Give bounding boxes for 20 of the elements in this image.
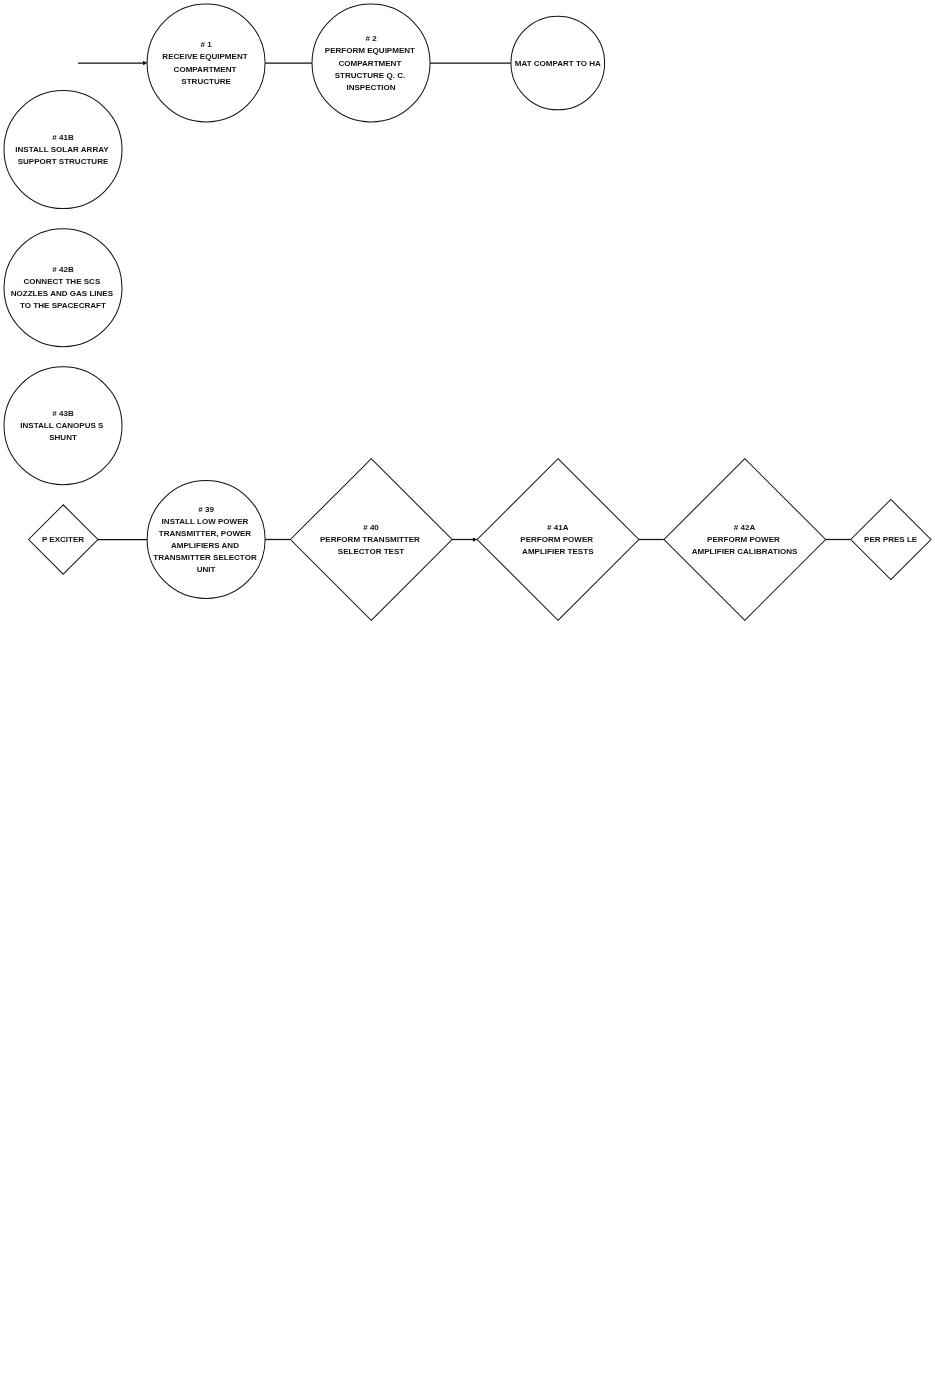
arrow xyxy=(77,60,148,66)
node-circle: # 41B INSTALL SOLAR ARRAY SUPPORT STRUCTURE xyxy=(3,90,123,210)
connector xyxy=(429,62,512,64)
node-circle: # 2 PERFORM EQUIPMENT COMPARTMENT STRUCTURE Q. C. INSPECTION xyxy=(311,3,431,123)
node-diamond: # 42A PERFORM POWER AMPLIFIER CALIBRATIONS xyxy=(663,458,827,621)
node-circle: # 39 INSTALL LOW POWER TRANSMITTER, POWER AMPLIFIERS AND TRANSMITTER SELECTOR UNIT xyxy=(146,480,266,599)
node-circle: MAT COMPART TO HA xyxy=(510,15,606,111)
connector xyxy=(638,538,665,541)
node-diamond: P EXCITER xyxy=(28,504,99,575)
connector xyxy=(824,538,852,541)
node-diamond: PER PRES LE xyxy=(850,498,932,581)
node-circle: # 1 RECEIVE EQUIPMENT COMPARTMENT STRUCTURE xyxy=(146,3,266,123)
node-circle: # 43B INSTALL CANOPUS S SHUNT xyxy=(3,366,123,486)
node-diamond: # 41A PERFORM POWER AMPLIFIER TESTS xyxy=(476,458,640,621)
arrow xyxy=(451,537,478,542)
connector xyxy=(264,62,313,64)
connector xyxy=(264,538,291,541)
node-circle: # 42B CONNECT THE SCS NOZZLES AND GAS LINES TO THE SPACECRAFT xyxy=(3,228,123,348)
node-diamond: # 40 PERFORM TRANSMITTER SELECTOR TEST xyxy=(289,458,453,621)
connector xyxy=(97,538,148,541)
